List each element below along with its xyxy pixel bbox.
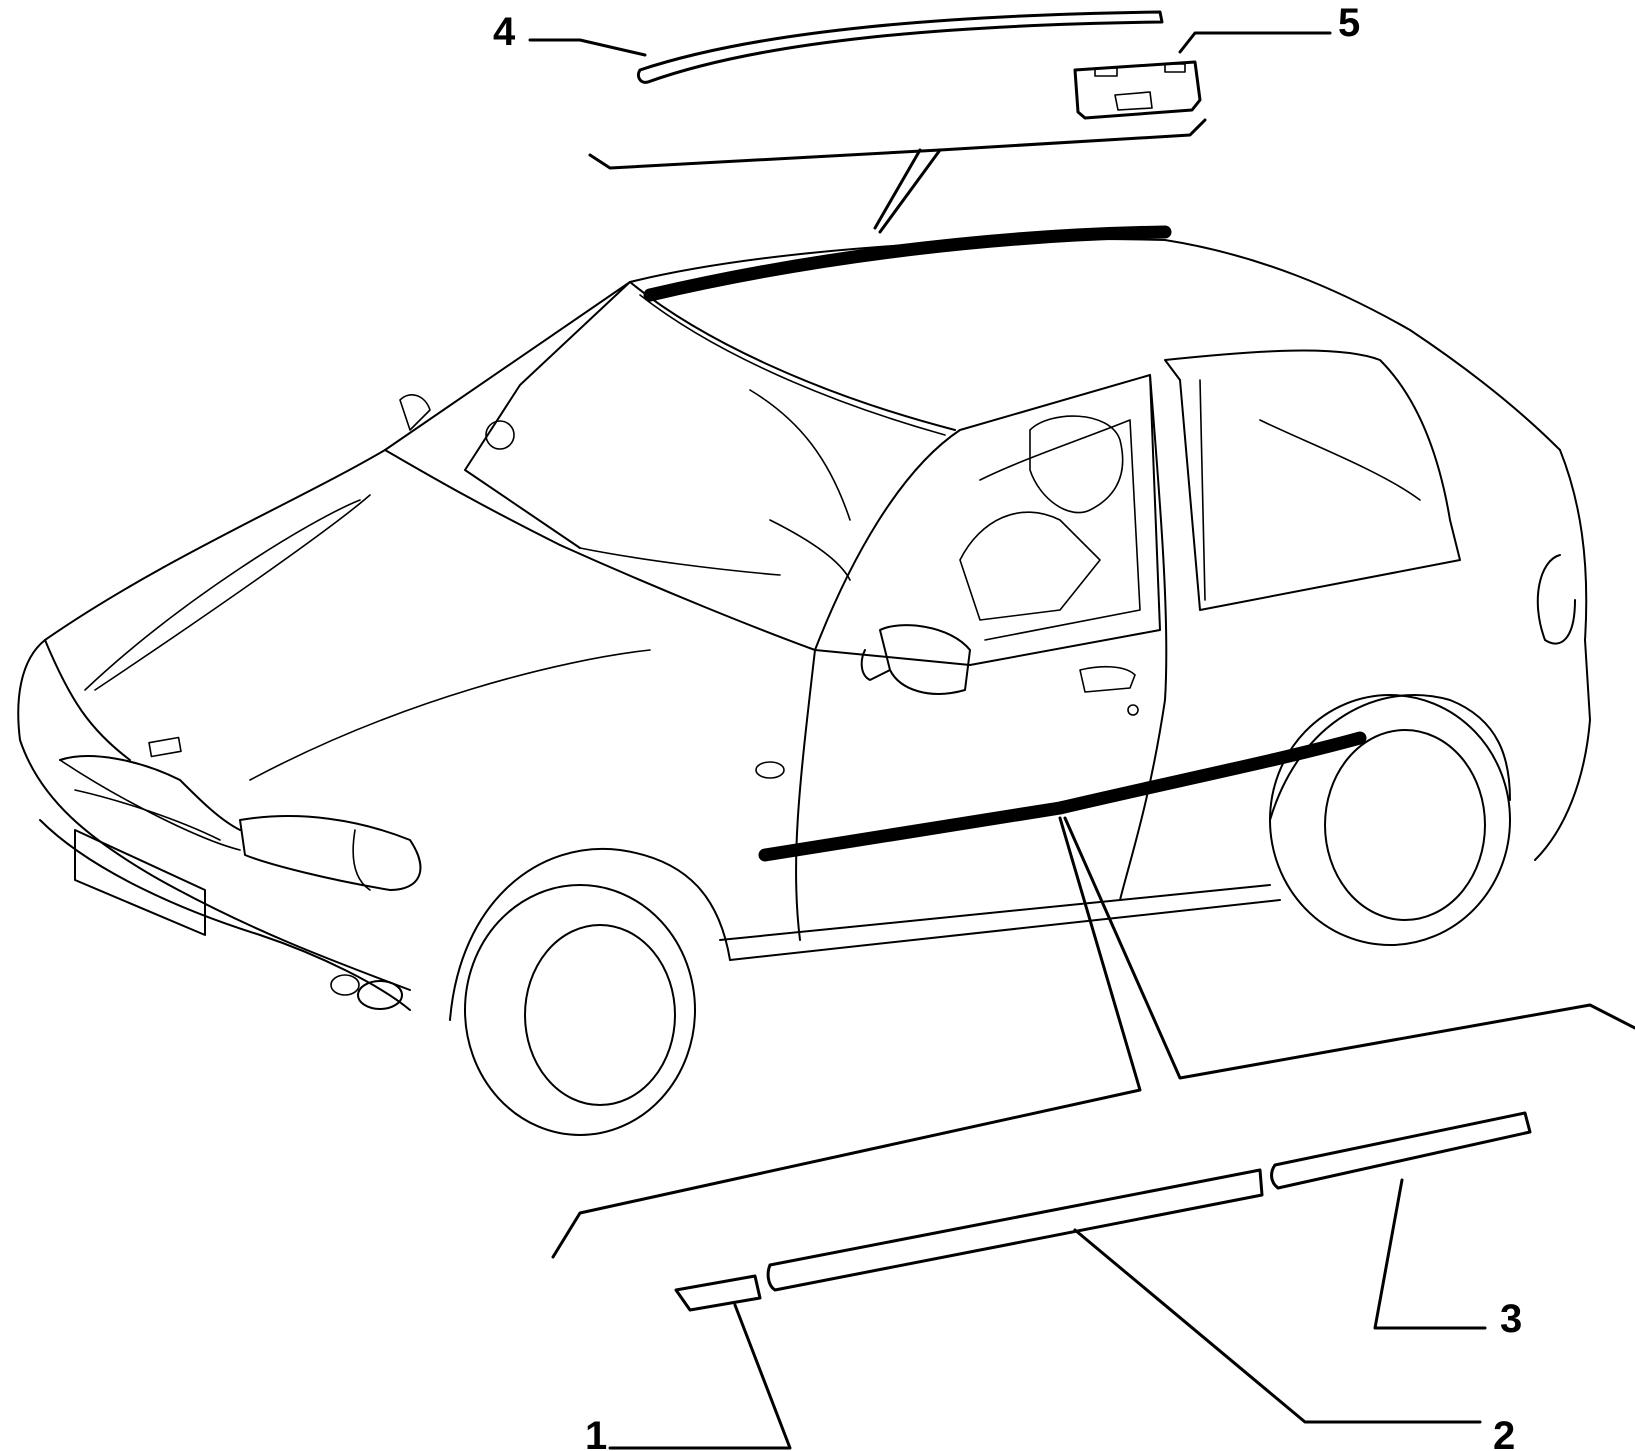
side-moulding-highlight bbox=[758, 731, 1367, 862]
part-2-door-moulding bbox=[766, 1168, 1264, 1292]
callout-5: 5 bbox=[1338, 1, 1360, 45]
roof-moulding-highlight bbox=[643, 225, 1172, 302]
part-1-end-cap bbox=[674, 1274, 762, 1312]
leader-lines bbox=[528, 31, 1635, 1450]
part-3-rear-moulding bbox=[1270, 1111, 1532, 1190]
part-4-roof-trim bbox=[636, 10, 1164, 84]
callout-3: 3 bbox=[1500, 1297, 1522, 1341]
callout-2: 2 bbox=[1493, 1414, 1515, 1451]
callout-1: 1 bbox=[585, 1414, 607, 1451]
part-5-clip bbox=[1073, 60, 1202, 120]
car-illustration bbox=[17, 238, 1591, 1136]
callout-4: 4 bbox=[493, 10, 516, 54]
